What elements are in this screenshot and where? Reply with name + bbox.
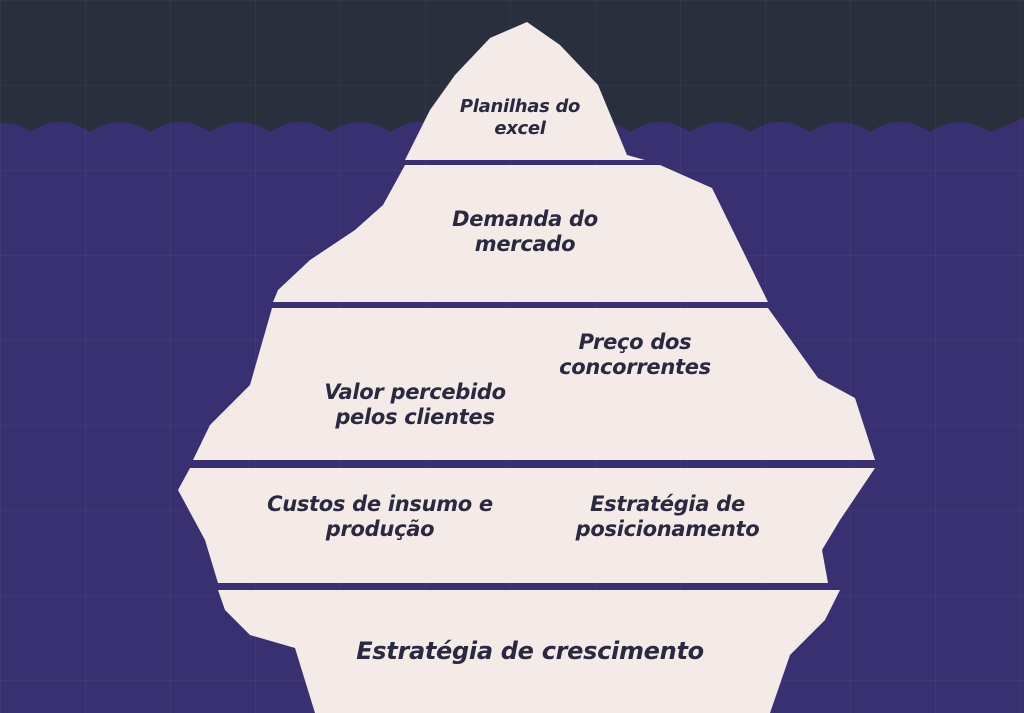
label-line: Demanda do xyxy=(452,207,598,231)
label-estrategia-de-posicionamento: Estratégia de posicionamento xyxy=(555,492,780,542)
label-line: mercado xyxy=(474,232,576,257)
label-line: Preço dos xyxy=(578,330,692,354)
label-valor-percebido: Valor percebido pelos clientes xyxy=(300,380,530,430)
label-custos-de-insumo: Custos de insumo e produção xyxy=(245,492,515,542)
label-preco-dos-concorrentes: Preço dos concorrentes xyxy=(540,330,730,380)
label-line: concorrentes xyxy=(559,355,711,380)
label-line: excel xyxy=(494,117,546,139)
label-line: Estratégia de crescimento xyxy=(356,637,704,665)
iceberg-layer-3 xyxy=(193,308,875,460)
label-line: Estratégia de xyxy=(590,492,745,516)
label-line: Planilhas do xyxy=(459,96,581,117)
iceberg-layer-4 xyxy=(178,468,875,583)
label-line: Valor percebido xyxy=(324,380,506,404)
label-line: posicionamento xyxy=(575,517,760,542)
iceberg-layer-1 xyxy=(405,22,645,160)
label-estrategia-de-crescimento: Estratégia de crescimento xyxy=(330,637,730,666)
label-planilhas-do-excel: Planilhas do excel xyxy=(440,96,600,139)
label-demanda-do-mercado: Demanda do mercado xyxy=(425,207,625,257)
iceberg-layer-2 xyxy=(273,165,768,302)
label-line: Custos de insumo e xyxy=(267,492,493,516)
iceberg-layer-5 xyxy=(218,590,840,713)
label-line: produção xyxy=(325,517,435,542)
label-line: pelos clientes xyxy=(335,405,495,430)
